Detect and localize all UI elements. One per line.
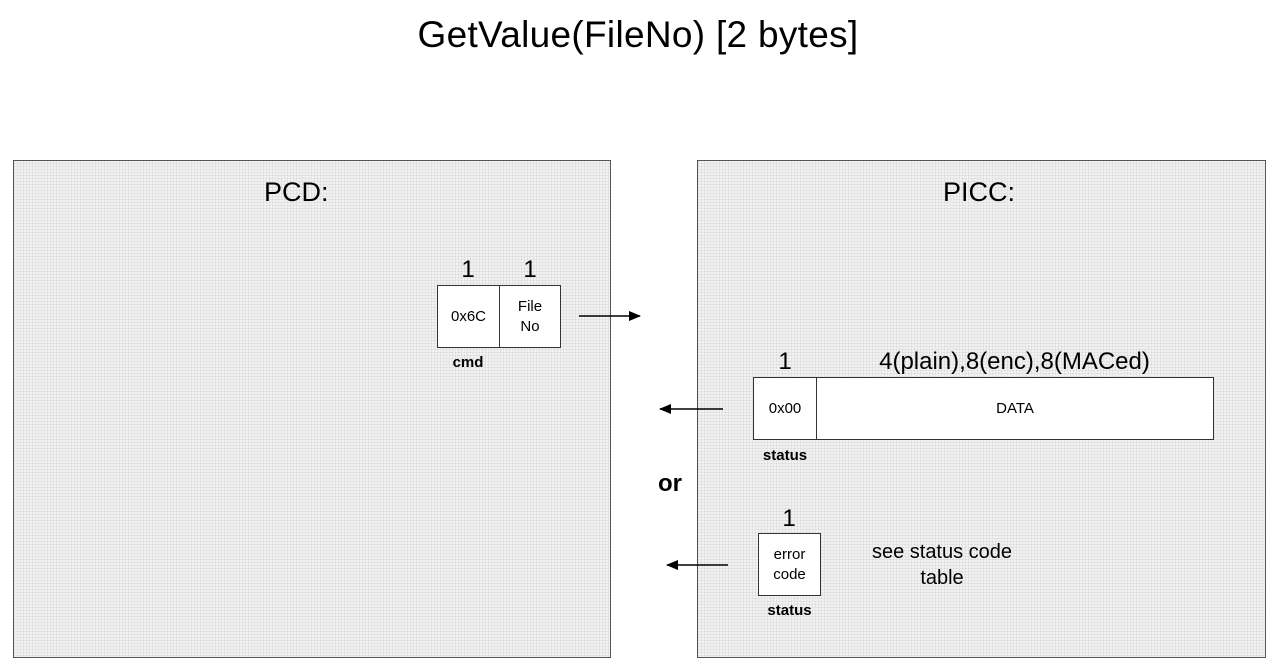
data-field-text: DATA: [996, 399, 1034, 417]
cmd-size: 1: [461, 256, 475, 283]
status-code-note: see status code table: [871, 541, 1013, 589]
pcd-panel: PCD:: [13, 160, 611, 658]
status-size: 1: [778, 348, 792, 375]
fileno-field-text: File No: [517, 297, 543, 335]
data-size: 4(plain),8(enc),8(MACed): [879, 348, 1150, 375]
error-status-label: status: [767, 602, 812, 619]
pcd-title: PCD:: [264, 177, 329, 207]
fileno-size: 1: [523, 256, 537, 283]
error-field: error code: [758, 533, 821, 596]
cmd-field-text: 0x6C: [450, 307, 487, 325]
status-label: status: [762, 447, 808, 464]
or-label: or: [658, 470, 682, 497]
data-field: DATA: [816, 377, 1214, 440]
diagram-title: GetValue(FileNo) [2 bytes]: [417, 14, 859, 55]
error-field-text: error code: [773, 545, 806, 583]
fileno-field: File No: [499, 285, 561, 348]
cmd-label: cmd: [452, 354, 484, 371]
picc-title: PICC:: [943, 177, 1016, 207]
error-size: 1: [782, 505, 796, 532]
status-field-text: 0x00: [768, 399, 802, 417]
